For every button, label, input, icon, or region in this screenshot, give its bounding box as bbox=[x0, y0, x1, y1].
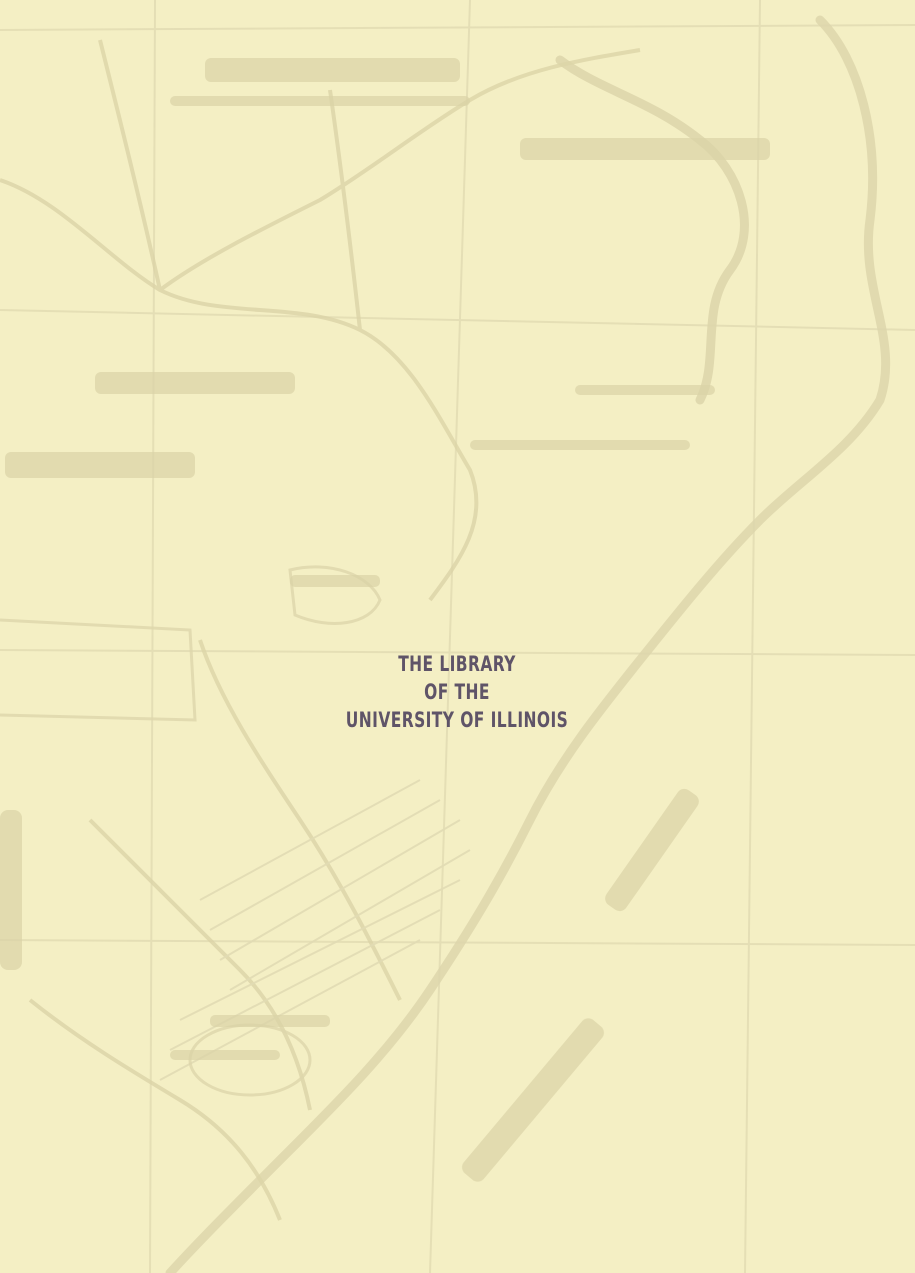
grid-line bbox=[429, 0, 471, 1273]
grid-line bbox=[744, 0, 761, 1273]
faded-label-block bbox=[210, 1015, 330, 1027]
faded-label-block bbox=[605, 788, 699, 912]
faded-label-block bbox=[470, 440, 690, 450]
hatch-line bbox=[179, 879, 461, 1021]
hatch-line bbox=[199, 779, 421, 901]
hatch-line bbox=[209, 799, 441, 931]
river-path bbox=[88, 818, 312, 1111]
lake-shape bbox=[288, 565, 382, 625]
grid-line bbox=[0, 309, 915, 331]
faded-lettering bbox=[0, 58, 770, 1182]
river-path bbox=[0, 178, 479, 602]
faded-label-block bbox=[575, 385, 715, 395]
hatch-line bbox=[219, 819, 461, 961]
faded-label-block bbox=[462, 1018, 604, 1182]
stamp-line-3: UNIVERSITY OF ILLINOIS bbox=[345, 708, 569, 732]
inset-box bbox=[0, 618, 197, 722]
grid-line bbox=[149, 0, 156, 1273]
river-path bbox=[158, 48, 641, 292]
river-path bbox=[28, 998, 282, 1221]
coastline-path bbox=[165, 15, 891, 1273]
rivers-and-boundaries bbox=[0, 39, 641, 1221]
faded-label-block bbox=[170, 96, 470, 106]
faded-label-block bbox=[205, 58, 460, 82]
coastline-path bbox=[555, 55, 749, 405]
stamp-line-2: OF THE bbox=[424, 680, 490, 704]
stamp-line-1: THE LIBRARY bbox=[398, 652, 516, 676]
river-path bbox=[198, 639, 402, 1001]
faded-label-block bbox=[95, 372, 295, 394]
mountain-hatching bbox=[159, 779, 471, 1081]
faded-label-block bbox=[5, 452, 195, 478]
boundary-path bbox=[98, 39, 162, 291]
faded-label-block bbox=[520, 138, 770, 160]
hatch-line bbox=[229, 849, 471, 991]
faded-label-block bbox=[0, 810, 22, 970]
library-stamp: THE LIBRARY OF THE UNIVERSITY OF ILLINOI… bbox=[297, 650, 617, 734]
boundary-path bbox=[328, 89, 362, 331]
grid-line bbox=[0, 24, 915, 31]
faded-label-block bbox=[170, 1050, 280, 1060]
faded-label-block bbox=[290, 575, 380, 587]
coastline bbox=[165, 15, 891, 1273]
